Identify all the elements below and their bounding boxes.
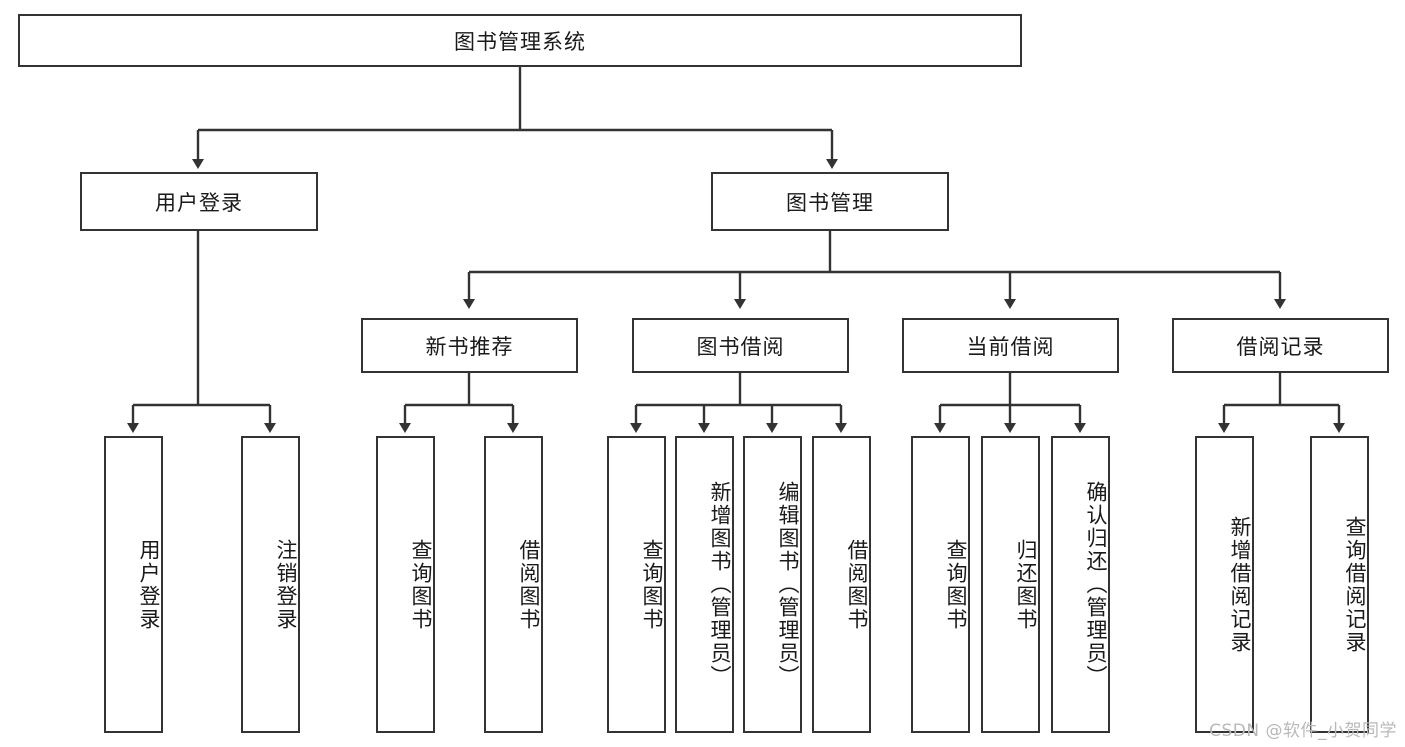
node-label: 用户登录: [137, 538, 161, 631]
node-label: 新增借阅记录: [1228, 515, 1252, 654]
node-label: 新书推荐: [425, 334, 514, 359]
node-current-borrow[interactable]: 当前借阅: [902, 318, 1119, 373]
leaf-borrow-book-recommend[interactable]: 借阅图书: [484, 436, 543, 733]
node-label: 查询借阅记录: [1343, 515, 1367, 654]
node-label: 图书管理: [786, 190, 874, 215]
node-label: 借阅图书: [517, 538, 541, 631]
node-label: 查询图书: [640, 538, 664, 631]
node-label: 借阅图书: [845, 538, 869, 631]
node-book-management[interactable]: 图书管理: [711, 172, 949, 231]
leaf-query-book-borrow[interactable]: 查询图书: [607, 436, 666, 733]
leaf-return-book[interactable]: 归还图书: [981, 436, 1040, 733]
leaf-confirm-return-admin[interactable]: 确认归还（管理员）: [1051, 436, 1110, 733]
leaf-query-book-recommend[interactable]: 查询图书: [376, 436, 435, 733]
node-label: 当前借阅: [966, 334, 1055, 359]
node-label: 用户登录: [155, 190, 243, 215]
watermark: CSDN @软件_小贺同学: [1209, 721, 1397, 741]
leaf-user-login[interactable]: 用户登录: [104, 436, 163, 733]
node-book-borrow[interactable]: 图书借阅: [632, 318, 849, 373]
node-label: 归还图书: [1014, 538, 1038, 631]
node-label: 注销登录: [274, 538, 298, 631]
node-label: 确认归还（管理员）: [1084, 481, 1108, 688]
node-label: 查询图书: [944, 538, 968, 631]
leaf-user-logout[interactable]: 注销登录: [241, 436, 300, 733]
node-label: 图书管理系统: [454, 29, 586, 54]
leaf-add-borrow-record[interactable]: 新增借阅记录: [1195, 436, 1254, 733]
leaf-edit-book-admin[interactable]: 编辑图书（管理员）: [743, 436, 802, 733]
node-label: 借阅记录: [1236, 334, 1325, 359]
node-new-book-recommend[interactable]: 新书推荐: [361, 318, 578, 373]
leaf-query-book-current[interactable]: 查询图书: [911, 436, 970, 733]
node-label: 图书借阅: [696, 334, 785, 359]
node-user-login[interactable]: 用户登录: [80, 172, 318, 231]
node-borrow-record[interactable]: 借阅记录: [1172, 318, 1389, 373]
leaf-query-borrow-record[interactable]: 查询借阅记录: [1310, 436, 1369, 733]
node-label: 编辑图书（管理员）: [776, 481, 800, 688]
node-label: 新增图书（管理员）: [708, 481, 732, 688]
node-label: 查询图书: [409, 538, 433, 631]
leaf-add-book-admin[interactable]: 新增图书（管理员）: [675, 436, 734, 733]
node-root-book-management-system[interactable]: 图书管理系统: [18, 14, 1022, 67]
leaf-borrow-book[interactable]: 借阅图书: [812, 436, 871, 733]
